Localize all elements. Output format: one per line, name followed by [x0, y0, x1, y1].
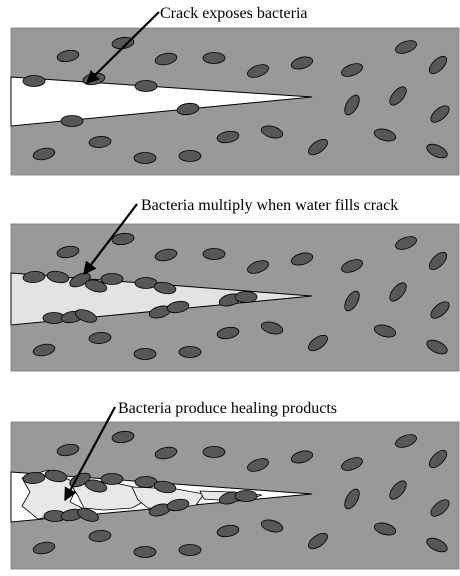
bacterium	[135, 81, 157, 92]
bacterium	[134, 547, 156, 558]
bacterium	[179, 347, 201, 358]
bacterium	[203, 447, 225, 458]
callout-label-1: Crack exposes bacteria	[160, 6, 307, 22]
bacterium	[61, 116, 83, 127]
bacterium	[203, 249, 225, 260]
bacterium	[203, 53, 225, 64]
bacterium	[235, 491, 257, 502]
bacterium	[101, 274, 123, 285]
bacterium	[101, 474, 123, 485]
bacterium	[134, 349, 156, 360]
bacterium	[179, 151, 201, 162]
panel-water	[11, 204, 459, 371]
callout-label-3: Bacteria produce healing products	[118, 401, 337, 417]
bacterium	[235, 292, 257, 303]
callout-label-2: Bacteria multiply when water fills crack	[141, 198, 398, 214]
bacterium	[134, 153, 156, 164]
panel-healing	[11, 407, 459, 569]
bacterium	[135, 278, 157, 289]
bacterium	[179, 545, 201, 556]
bacterium	[135, 477, 157, 488]
bacterium	[23, 76, 45, 87]
panel-crack	[11, 12, 459, 175]
